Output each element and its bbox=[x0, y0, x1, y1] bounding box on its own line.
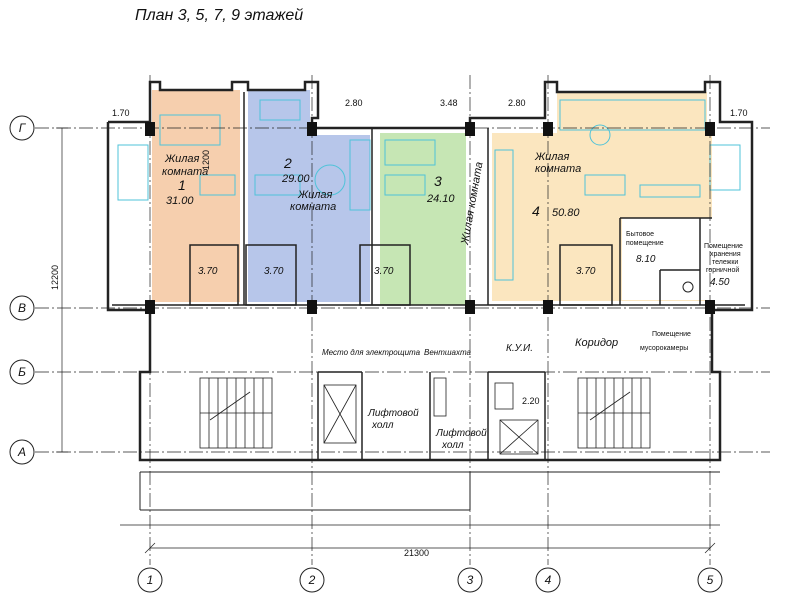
utility-room-area: 8.10 bbox=[636, 254, 656, 265]
structural-columns bbox=[145, 122, 715, 314]
dim-overall-height: 12200 bbox=[50, 265, 60, 290]
row-axis-v: В bbox=[9, 295, 35, 321]
dim-top-3: 2.80 bbox=[508, 98, 526, 108]
apartment-1-zone bbox=[152, 90, 240, 302]
storage-room-label: Помещение bbox=[704, 243, 743, 250]
apt4-bath: 3.70 bbox=[576, 266, 596, 277]
vent-shaft-label: Вентшахта bbox=[424, 348, 472, 357]
storage-room-label-3: тележки bbox=[712, 259, 738, 266]
storage-room-area: 4.50 bbox=[710, 277, 730, 288]
lift-hall-right-label: Лифтовой bbox=[435, 427, 487, 439]
apt2-number: 2 bbox=[283, 155, 292, 171]
col-axis-4: 4 bbox=[535, 567, 561, 593]
dim-kui: 2.20 bbox=[522, 396, 540, 406]
apartment-3-zone bbox=[380, 133, 466, 305]
apt2-room-label: Жилая bbox=[297, 189, 333, 201]
interior-walls bbox=[189, 92, 712, 460]
utility-room-label: Бытовое bbox=[626, 231, 654, 238]
lift-hall-left-label-2: холл bbox=[371, 420, 394, 431]
col-axis-3: 3 bbox=[457, 567, 483, 593]
storage-room-label-2: хранения bbox=[710, 251, 741, 258]
apt4-room-label-2: комната bbox=[535, 163, 581, 175]
row-axis-b: Б bbox=[9, 359, 35, 385]
svg-text:Г: Г bbox=[19, 121, 27, 135]
dimension-lines bbox=[56, 127, 720, 554]
stair-right bbox=[577, 377, 651, 449]
svg-text:3: 3 bbox=[467, 573, 474, 587]
lift-hall-left-label: Лифтовой bbox=[367, 407, 419, 419]
svg-text:4: 4 bbox=[545, 573, 552, 587]
col-axis-2: 2 bbox=[299, 567, 325, 593]
corridor-label: Коридор bbox=[575, 337, 618, 349]
apt1-bath: 3.70 bbox=[198, 266, 218, 277]
svg-text:1: 1 bbox=[147, 573, 154, 587]
svg-text:В: В bbox=[18, 301, 26, 315]
apartment-2-zone bbox=[248, 90, 310, 302]
kui-label: К.У.И. bbox=[506, 343, 533, 354]
lift-shafts bbox=[323, 377, 539, 455]
dim-top-2: 3.48 bbox=[440, 98, 458, 108]
apartment-2-zone-ext bbox=[310, 135, 370, 302]
apt1-number: 1 bbox=[178, 177, 186, 193]
apt1-room-label: Жилая bbox=[164, 153, 200, 165]
row-axis-g: Г bbox=[9, 115, 35, 141]
lift-hall-right-label-2: холл bbox=[441, 440, 464, 451]
dim-balcony-left: 1.70 bbox=[112, 108, 130, 118]
storage-room-label-4: горничной bbox=[706, 266, 739, 274]
utility-room-white bbox=[622, 218, 712, 300]
apt2-bath: 3.70 bbox=[264, 266, 284, 277]
apt3-number: 3 bbox=[434, 173, 442, 189]
col-axis-5: 5 bbox=[697, 567, 723, 593]
garbage-chute-icon bbox=[682, 281, 694, 293]
utility-room-label-2: помещение bbox=[626, 240, 664, 247]
apt2-area: 29.00 bbox=[281, 173, 310, 185]
dim-overall-width: 21300 bbox=[404, 548, 429, 558]
garbage-room-label: Помещение bbox=[652, 331, 691, 338]
apt4-room-label: Жилая bbox=[534, 151, 570, 163]
apt3-bath: 3.70 bbox=[374, 266, 394, 277]
svg-text:5: 5 bbox=[707, 573, 714, 587]
apt2-room-label-2: комната bbox=[290, 201, 336, 213]
page-title: План 3, 5, 7, 9 этажей bbox=[135, 7, 303, 24]
svg-text:Б: Б bbox=[18, 365, 26, 379]
ground-extension bbox=[139, 471, 720, 511]
svg-text:А: А bbox=[17, 445, 26, 459]
apt1-area: 31.00 bbox=[166, 195, 194, 207]
svg-text:2: 2 bbox=[308, 573, 316, 587]
stair-left bbox=[199, 377, 273, 449]
dim-balcony-right: 1.70 bbox=[730, 108, 748, 118]
apt3-area: 24.10 bbox=[426, 193, 455, 205]
furniture-lines bbox=[117, 99, 741, 281]
row-axis-a: А bbox=[9, 439, 35, 465]
col-axis-1: 1 bbox=[137, 567, 163, 593]
apt4-area: 50.80 bbox=[552, 207, 580, 219]
dim-1200: 1200 bbox=[201, 150, 211, 170]
apt1-room-label-2: комната bbox=[162, 166, 208, 178]
elec-panel-label: Место для электрощита bbox=[322, 348, 421, 357]
garbage-room-label-2: мусорокамеры bbox=[640, 345, 688, 352]
apt4-number: 4 bbox=[532, 203, 540, 219]
dim-top-1: 2.80 bbox=[345, 98, 363, 108]
